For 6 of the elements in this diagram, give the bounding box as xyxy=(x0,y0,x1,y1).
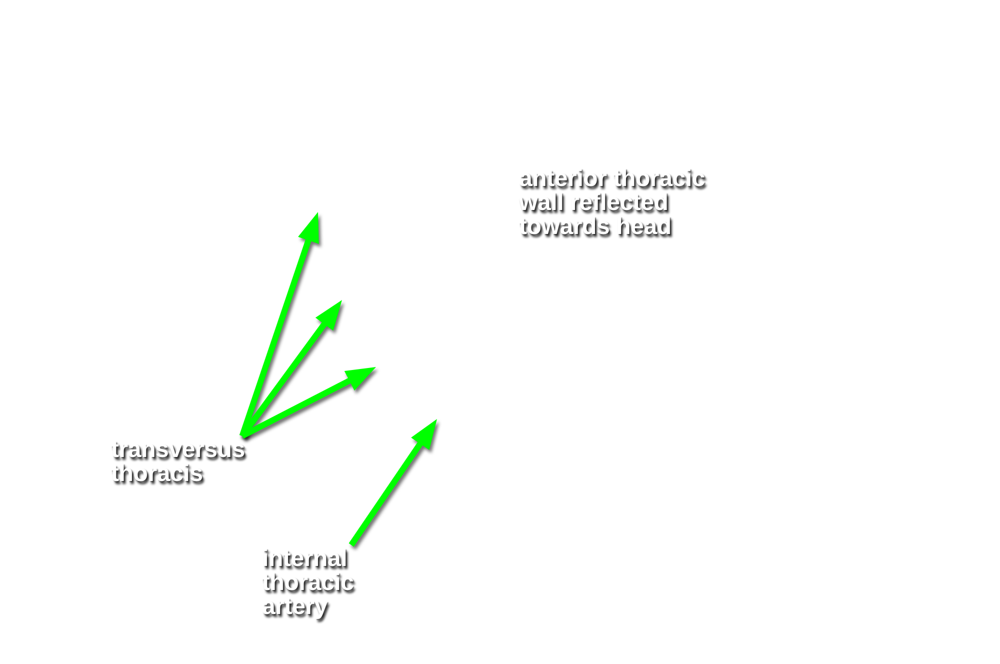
leader-arrow xyxy=(348,419,437,547)
annotation-text: anterior thoracic wall reflected towards head xyxy=(519,167,708,239)
leader-arrow xyxy=(239,212,319,437)
callout-label: transversus thoracis xyxy=(111,438,256,486)
leader-arrow xyxy=(240,367,376,439)
leader-arrow xyxy=(240,300,342,438)
